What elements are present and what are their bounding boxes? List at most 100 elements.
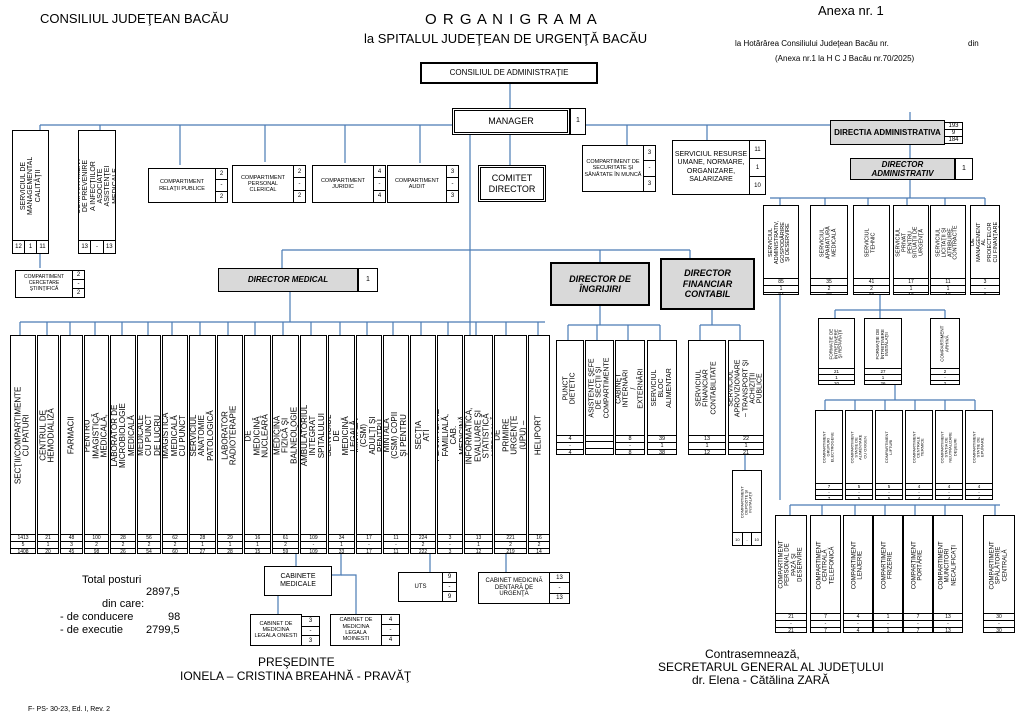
annex-din: din <box>968 39 979 48</box>
medical-unit-label: SERVICIUL ANATOMIE PATOLOGICĂ <box>189 410 215 461</box>
adm-unit-count: 1 <box>894 286 928 293</box>
medical-unit-label: LABORATOR DE MICROBIOLOGIE MEDICALĂ <box>110 403 136 468</box>
adm-unit-label: SERVICIUL TEHNIC <box>864 228 877 257</box>
financiar-unit-count: 1 <box>729 443 763 450</box>
adm-unit-label: SERVICIUL APARATURĂ MEDICALĂ <box>819 226 837 259</box>
medical-unit-label: LABORATOR RADIOTERAPIE <box>220 405 239 466</box>
adm-small-unit-label: COMPARTIMENT CENTRALE TERMICE <box>911 431 926 464</box>
medical-unit-count: 109 <box>309 549 318 554</box>
medical-unit-count: 54 <box>146 549 152 554</box>
adm-small-unit-count: - <box>876 490 902 496</box>
adm-bottom-unit-count: 13 <box>945 628 951 633</box>
medical-unit-count: 2 <box>273 542 298 549</box>
ingrijiri-unit-count: - <box>616 443 644 450</box>
medical-unit-count: 12 <box>475 549 482 554</box>
medical-unit-count: 3 <box>448 549 452 554</box>
medical-unit-14: CENTRUL DE SĂNĂTATE MINTALĂ (CSM) COPII … <box>383 335 409 554</box>
cabinet-moinesti-nums: 4-4 <box>382 614 400 646</box>
medical-unit-3: STRUCTURI FUNCȚIONALE - SERVICIUL PENTRU… <box>84 335 109 554</box>
medical-unit-count: 28 <box>111 535 135 542</box>
adm-unit-count: 33 <box>811 293 847 294</box>
medical-unit-count: - <box>301 542 326 549</box>
medical-unit-label: LABORATOR ANALIZE MEDICALE CU PUNCT DE L… <box>137 414 161 457</box>
adm-small-unit-count: 4 <box>966 484 992 490</box>
medical-unit-count: 45 <box>68 549 75 554</box>
adm-unit-count: 41 <box>854 279 889 286</box>
medical-unit-count: 20 <box>45 549 51 554</box>
adm-bottom-unit-count: 21 <box>788 628 794 633</box>
adm-small-unit-label: COMPARTIMENT LIFTURI <box>883 431 894 464</box>
adm-bottom-unit-count: 30 <box>984 614 1014 621</box>
financiar-sub-label: COMPARTIMENT DEPOZITE ŞI INSTALAŢII <box>739 485 754 519</box>
left-unit-count: 11 <box>39 244 46 250</box>
president-name: IONELA – CRISTINA BREAHNĂ - PRAVĂŢ <box>180 669 412 683</box>
annex-reference: la Hotărârea Consiliului Judeţean Bacău … <box>735 39 889 48</box>
adm-unit-count: 3 <box>971 279 999 286</box>
medical-unit-count: 5 <box>11 542 35 549</box>
medical-unit-count: 1 <box>329 542 354 549</box>
secretary-name: dr. Elena - Cătălina ZARĂ <box>692 673 830 687</box>
financiar-unit-count: 21 <box>742 450 750 455</box>
medical-unit-count: 28 <box>190 535 215 542</box>
medical-unit-9: LABORATOR DE MEDICINĂ NUCLEARĂ (Pet-CT)1… <box>244 335 271 554</box>
adm-small-unit-count: - <box>846 490 872 496</box>
left-unit-count: 13 <box>79 241 92 253</box>
president-title: PREŞEDINTE <box>258 655 335 669</box>
ingrijiri-unit-count <box>586 442 613 449</box>
medical-unit-count: 59 <box>282 549 289 554</box>
council-box: CONSILIUL DE ADMINISTRAŢIE <box>420 62 598 84</box>
adm-small-unit-count: 4 <box>977 496 981 500</box>
medical-unit-count: 3 <box>438 535 462 542</box>
adm-bottom-unit-label: COMPARTIMENT FRIZERIE <box>881 540 895 590</box>
compartment-nums-0: 2-2 <box>216 168 228 203</box>
medical-unit-label: HELIPORT <box>533 415 543 456</box>
financiar-unit-count: 22 <box>729 436 763 443</box>
medical-unit-count: 1 <box>38 542 58 549</box>
adm-small-unit-count: 7 <box>816 484 842 490</box>
adm-bottom-unit-count: - <box>904 621 932 628</box>
adm-small-unit-count: 5 <box>876 484 902 490</box>
adm-bottom-unit-count: 7 <box>811 614 840 621</box>
medical-unit-count: 1413 <box>11 535 35 542</box>
financiar-unit-count: 12 <box>703 450 711 455</box>
financiar-unit-count: 1 <box>689 443 725 450</box>
medical-unit-count: 21 <box>38 535 58 542</box>
adm-unit-count: 11 <box>931 279 965 286</box>
financiar-unit-label: SERVICIUL APROVIZIONARE – TRANSPORT ŞI A… <box>728 359 764 418</box>
medical-unit-10: LABORATOR RECUPERARE, MEDICINĂ FIZICĂ ŞI… <box>272 335 299 554</box>
medical-unit-count: 34 <box>329 535 354 542</box>
adm-bottom-unit-label: COMPARTIMENT PORTĂRIE <box>911 540 925 590</box>
adm-bottom-unit-count: 30 <box>996 628 1002 633</box>
medical-unit-count: 2 <box>111 542 135 549</box>
adm-unit-count: 39 <box>854 293 889 294</box>
medical-unit-count: - <box>438 542 462 549</box>
adm-unit-count: 1 <box>931 286 965 293</box>
left-unit-count: 1 <box>25 241 37 253</box>
adm-bottom-unit-count: - <box>776 621 806 628</box>
adm-unit-count: 10 <box>931 293 965 294</box>
adm-mid-unit-label: COMPARTIMENT ARHIVĂ <box>939 325 950 363</box>
adm-unit-count: - <box>971 286 999 293</box>
medical-unit-count: 15 <box>254 549 261 554</box>
adm-mid-unit-label: FORMAŢIE DE ÎNTREŢINERE INSTALAŢII <box>874 328 890 360</box>
adm-unit-count: 16 <box>894 293 928 294</box>
adm-bottom-unit-label: COMPARTIMENT SPĂLĂTORIE CENTRALĂ <box>989 540 1009 589</box>
adm-small-unit-count: 5 <box>846 484 872 490</box>
cercetare-nums: 2-2 <box>73 270 85 298</box>
adm-unit-label: COMPARTIMENT DE MANAGEMENT AL PROIECTELO… <box>970 222 999 263</box>
medical-unit-count: 17 <box>357 535 381 542</box>
medical-unit-label: CENTRUL DE HEMODIALIZĂ <box>38 408 57 463</box>
medical-unit-count: 13 <box>465 535 492 542</box>
adm-unit-label: SERVICIUL LICITAŢII ŞI ATRIBUIRE CONTRAC… <box>935 225 959 260</box>
adm-direction-box: DIRECTIA ADMINISTRATIVA <box>830 120 945 145</box>
adm-mid-unit-count: 2 <box>931 369 959 375</box>
